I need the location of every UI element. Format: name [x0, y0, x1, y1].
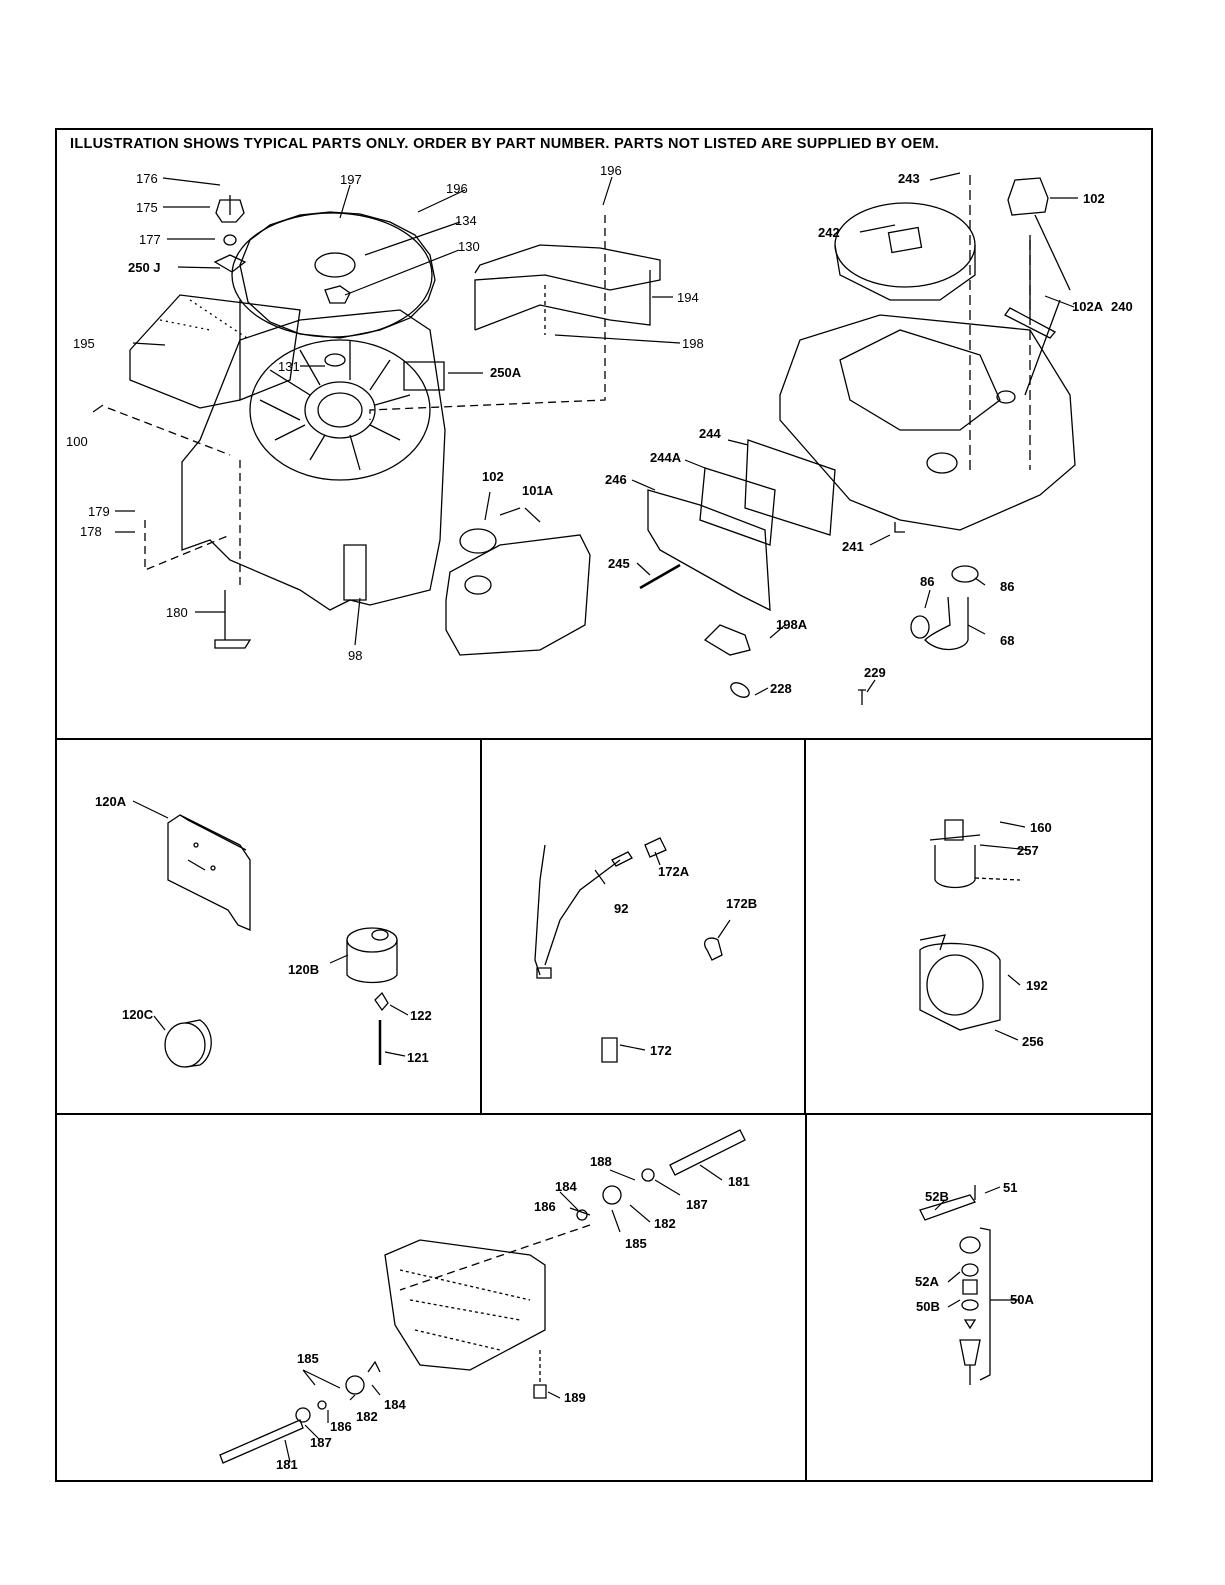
part-label-198a: 198A [776, 617, 808, 632]
part-label-120c: 120C [122, 1007, 154, 1022]
part-label-197: 197 [340, 172, 362, 187]
part-label-187-upper: 187 [686, 1197, 708, 1212]
part-label-100: 100 [66, 434, 88, 449]
part-label-182-lower: 182 [356, 1409, 378, 1424]
part-label-196-b: 196 [600, 163, 622, 178]
panel-starter [804, 738, 1153, 1115]
part-label-240: 240 [1111, 299, 1133, 314]
part-label-176: 176 [136, 171, 158, 186]
part-label-50a: 50A [1010, 1292, 1034, 1307]
part-label-256: 256 [1022, 1034, 1044, 1049]
part-label-246: 246 [605, 472, 627, 487]
part-label-178: 178 [80, 524, 102, 539]
part-label-196-a: 196 [446, 181, 468, 196]
part-label-177: 177 [139, 232, 161, 247]
part-label-51: 51 [1003, 1180, 1018, 1195]
part-label-228: 228 [770, 681, 792, 696]
part-label-245: 245 [608, 556, 630, 571]
part-label-257: 257 [1017, 843, 1039, 858]
part-label-172: 172 [650, 1043, 672, 1058]
part-label-192: 192 [1026, 978, 1048, 993]
part-label-120b: 120B [288, 962, 320, 977]
part-label-102a: 102A [1072, 299, 1104, 314]
panel-muffler [55, 738, 482, 1115]
part-label-242: 242 [818, 225, 840, 240]
part-label-160: 160 [1030, 820, 1052, 835]
part-label-121: 121 [407, 1050, 429, 1065]
part-label-181-upper: 181 [728, 1174, 750, 1189]
part-label-175: 175 [136, 200, 158, 215]
part-label-92: 92 [614, 901, 629, 916]
part-label-52b: 52B [925, 1189, 949, 1204]
part-label-186-lower: 186 [330, 1419, 352, 1434]
part-label-185-lower: 185 [297, 1351, 319, 1366]
part-label-188: 188 [590, 1154, 612, 1169]
part-label-189: 189 [564, 1390, 586, 1405]
part-label-184-lower: 184 [384, 1397, 406, 1412]
part-label-172a: 172A [658, 864, 690, 879]
part-label-172b: 172B [726, 896, 758, 911]
part-label-185-upper: 185 [625, 1236, 647, 1251]
panel-blower-tank-air-cleaner [55, 128, 1153, 740]
part-label-179: 179 [88, 504, 110, 519]
part-label-198: 198 [682, 336, 704, 351]
part-label-194: 194 [677, 290, 699, 305]
part-label-52a: 52A [915, 1274, 939, 1289]
part-label-86-left: 86 [920, 574, 935, 589]
part-label-131: 131 [278, 359, 300, 374]
panel-primer [805, 1113, 1153, 1482]
part-label-102-cap: 102 [1083, 191, 1105, 206]
part-label-68: 68 [1000, 633, 1015, 648]
panel-base-shaft [55, 1113, 807, 1482]
part-label-182-upper: 182 [654, 1216, 676, 1231]
illustration-note: ILLUSTRATION SHOWS TYPICAL PARTS ONLY. O… [70, 136, 940, 152]
part-label-250a: 250A [490, 365, 522, 380]
part-label-186-upper: 186 [534, 1199, 556, 1214]
part-label-134: 134 [455, 213, 477, 228]
part-label-243: 243 [898, 171, 920, 186]
part-label-250j: 250 J [128, 260, 161, 275]
panel-wiring [480, 738, 806, 1115]
part-label-181-lower: 181 [276, 1457, 298, 1472]
part-label-180: 180 [166, 605, 188, 620]
part-label-244a: 244A [650, 450, 682, 465]
part-label-229: 229 [864, 665, 886, 680]
part-label-86-right: 86 [1000, 579, 1015, 594]
part-label-187-lower: 187 [310, 1435, 332, 1450]
part-label-184-upper: 184 [555, 1179, 577, 1194]
part-label-101a: 101A [522, 483, 554, 498]
part-label-122: 122 [410, 1008, 432, 1023]
part-label-244: 244 [699, 426, 721, 441]
part-label-102-tank: 102 [482, 469, 504, 484]
part-label-50b: 50B [916, 1299, 940, 1314]
part-label-241: 241 [842, 539, 864, 554]
part-label-120a: 120A [95, 794, 127, 809]
part-label-98: 98 [348, 648, 363, 663]
part-label-195: 195 [73, 336, 95, 351]
part-label-130: 130 [458, 239, 480, 254]
